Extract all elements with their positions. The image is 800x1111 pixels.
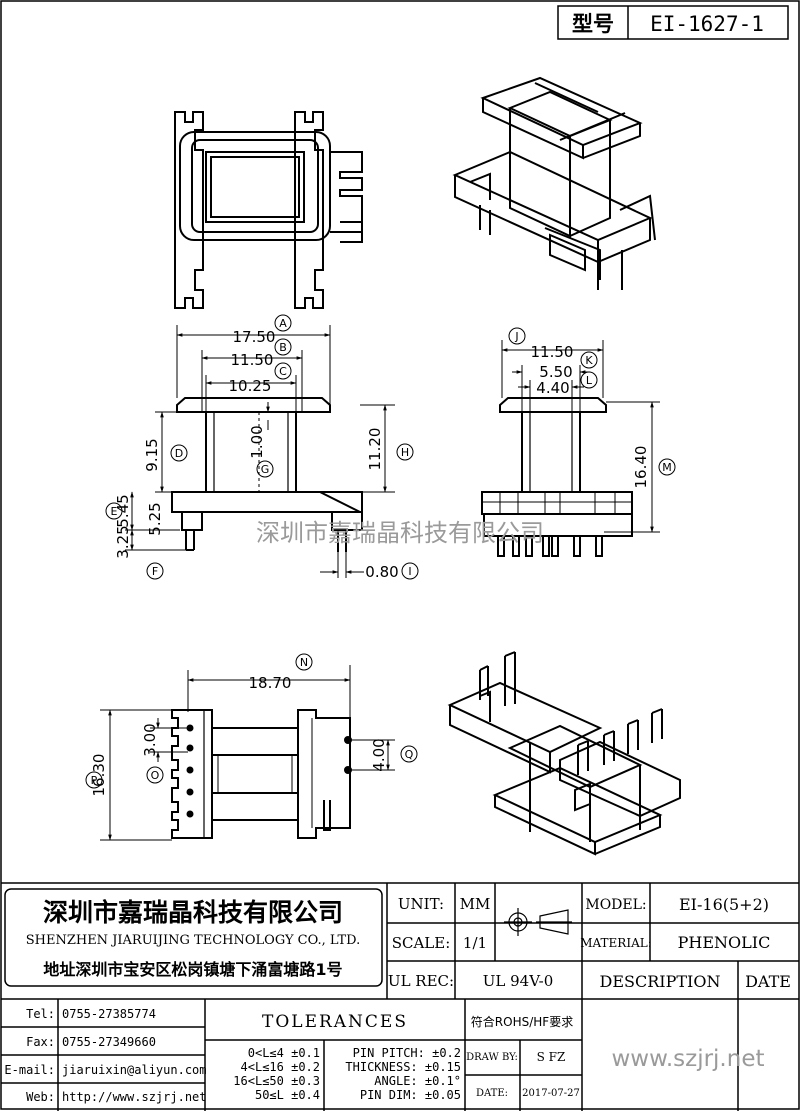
dim-e-value: 5.45 bbox=[114, 494, 132, 527]
letter-q: Q bbox=[405, 748, 414, 761]
tolerance-range-1: 0<L≤4 ±0.1 bbox=[248, 1046, 320, 1060]
model-value: EI-16(5+2) bbox=[679, 895, 769, 914]
letter-p: P bbox=[91, 774, 98, 787]
drawn-by-label: DRAW BY: bbox=[466, 1052, 518, 1063]
tolerances-title: TOLERANCES bbox=[262, 1012, 408, 1032]
letter-d: D bbox=[175, 447, 183, 460]
company-name-cn: 深圳市嘉瑞晶科技有限公司 bbox=[43, 898, 343, 927]
dimension-labels: 17.50 11.50 10.25 9.15 5.45 5.25 3.25 1.… bbox=[90, 328, 650, 796]
front-dimensions bbox=[125, 325, 395, 578]
letter-e: E bbox=[111, 505, 118, 518]
company-name-en: SHENZHEN JIARUIJING TECHNOLOGY CO., LTD. bbox=[26, 933, 361, 948]
dim-g-value: 1.00 bbox=[248, 425, 266, 458]
dimension-markers bbox=[85, 314, 676, 789]
tolerance-spec-3: ANGLE: ±0.1° bbox=[374, 1074, 461, 1088]
date-label: DATE: bbox=[476, 1088, 508, 1099]
website-watermark: www.szjrj.net bbox=[612, 1046, 765, 1072]
tolerance-spec-2: THICKNESS: ±0.15 bbox=[345, 1060, 461, 1074]
tolerance-range-2: 4<L≤16 ±0.2 bbox=[241, 1060, 320, 1074]
unit-label: UNIT: bbox=[398, 895, 444, 913]
contacts: Tel: 0755-27385774 Fax: 0755-27349660 E-… bbox=[4, 1007, 206, 1104]
title-block-grid bbox=[1, 882, 799, 1111]
dim-d-value: 9.15 bbox=[143, 438, 161, 471]
bottom-view bbox=[171, 709, 352, 839]
isometric-view-bottom bbox=[447, 651, 681, 856]
contact-label-fax: Fax: bbox=[26, 1035, 55, 1049]
letter-i: I bbox=[408, 565, 411, 578]
scale-label: SCALE: bbox=[392, 934, 451, 952]
dim-p-value: 16.30 bbox=[90, 754, 108, 797]
letter-g: G bbox=[261, 463, 270, 476]
contact-label-tel: Tel: bbox=[26, 1007, 55, 1021]
material-value: PHENOLIC bbox=[678, 933, 771, 952]
material-label: MATERIAL: bbox=[580, 936, 652, 950]
dim-o-value: 3.00 bbox=[141, 723, 159, 756]
tolerance-range-3: 16<L≤50 ±0.3 bbox=[233, 1074, 320, 1088]
dim-k-value: 5.50 bbox=[539, 363, 572, 381]
dim-b-value: 11.50 bbox=[231, 351, 274, 369]
bottom-dimensions bbox=[100, 665, 395, 841]
header-box: 型号 EI-1627-1 bbox=[557, 5, 789, 40]
model-code: EI-1627-1 bbox=[650, 12, 764, 36]
contact-value-tel: 0755-27385774 bbox=[62, 1007, 156, 1021]
dimension-letters: A B C D E F G H I J K L M N O P Q bbox=[91, 317, 672, 787]
tolerance-ranges: 0<L≤4 ±0.1 4<L≤16 ±0.2 16<L≤50 ±0.3 50≤L… bbox=[233, 1046, 320, 1102]
tolerance-specs: PIN PITCH: ±0.2 THICKNESS: ±0.15 ANGLE: … bbox=[345, 1046, 461, 1102]
model-label: MODEL: bbox=[585, 897, 646, 913]
letter-a: A bbox=[279, 317, 287, 330]
side-dimensions bbox=[501, 340, 660, 533]
rohs-compliance: 符合ROHS/HF要求 bbox=[471, 1014, 573, 1029]
dim-q-value: 4.00 bbox=[370, 738, 388, 771]
unit-value: MM bbox=[460, 895, 491, 913]
letter-m: M bbox=[662, 461, 672, 474]
isometric-view-top bbox=[452, 76, 656, 290]
type-label: 型号 bbox=[572, 12, 614, 36]
tolerance-range-4: 50≤L ±0.4 bbox=[255, 1088, 320, 1102]
tolerance-spec-1: PIN PITCH: ±0.2 bbox=[353, 1046, 461, 1060]
drawn-by-value: S FZ bbox=[537, 1050, 566, 1064]
ulrec-value: UL 94V-0 bbox=[483, 972, 554, 990]
tolerance-spec-4: PIN DIM: ±0.05 bbox=[360, 1088, 461, 1102]
letter-b: B bbox=[279, 341, 287, 354]
letter-n: N bbox=[300, 656, 308, 669]
letter-c: C bbox=[279, 365, 287, 378]
letter-j: J bbox=[514, 330, 518, 343]
dim-n-value: 18.70 bbox=[249, 674, 292, 692]
description-label: DESCRIPTION bbox=[600, 972, 721, 991]
dim-525-value: 5.25 bbox=[146, 502, 164, 535]
letter-l: L bbox=[586, 374, 593, 387]
contact-value-fax: 0755-27349660 bbox=[62, 1035, 156, 1049]
letter-o: O bbox=[151, 769, 160, 782]
dim-a-value: 17.50 bbox=[233, 328, 276, 346]
side-view bbox=[481, 397, 633, 557]
projection-symbol-icon bbox=[504, 908, 572, 936]
letter-h: H bbox=[401, 446, 409, 459]
contact-label-email: E-mail: bbox=[4, 1063, 55, 1077]
dim-m-value: 16.40 bbox=[632, 446, 650, 489]
watermark: 深圳市嘉瑞晶科技有限公司 bbox=[256, 519, 544, 547]
top-view bbox=[174, 111, 363, 309]
scale-value: 1/1 bbox=[463, 934, 487, 952]
dim-i-value: 0.80 bbox=[365, 563, 398, 581]
dim-j-value: 11.50 bbox=[531, 343, 574, 361]
ulrec-label: UL REC: bbox=[388, 972, 454, 990]
dim-f-value: 3.25 bbox=[114, 525, 132, 558]
dim-c-value: 10.25 bbox=[229, 377, 272, 395]
contact-value-email: jiaruixin@aliyun.com bbox=[62, 1063, 207, 1077]
contact-label-web: Web: bbox=[26, 1090, 55, 1104]
letter-f: F bbox=[152, 565, 158, 578]
contact-value-web: http://www.szjrj.net bbox=[62, 1090, 207, 1104]
dim-l-value: 4.40 bbox=[536, 379, 569, 397]
date-header: DATE bbox=[745, 972, 791, 991]
date-value: 2017-07-27 bbox=[522, 1088, 580, 1099]
letter-k: K bbox=[585, 354, 593, 367]
dim-h-value: 11.20 bbox=[366, 428, 384, 471]
company-address: 地址深圳市宝安区松岗镇塘下涌富塘路1号 bbox=[43, 960, 342, 979]
